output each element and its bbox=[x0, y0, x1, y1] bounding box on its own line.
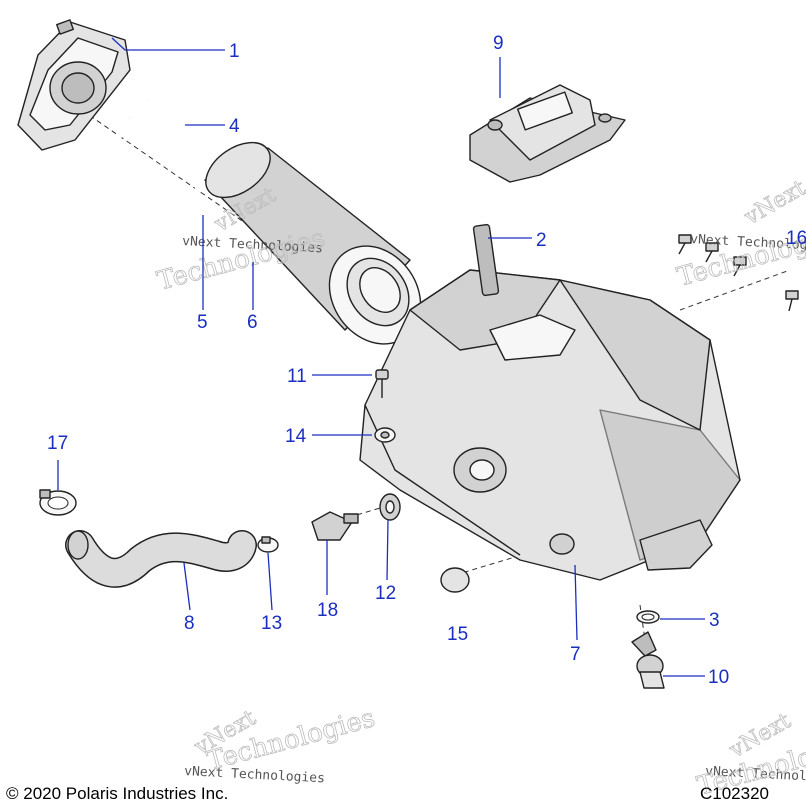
callout-4: 4 bbox=[229, 116, 240, 137]
part-bracket bbox=[469, 84, 626, 183]
callout-17: 17 bbox=[47, 433, 68, 454]
callout-9: 9 bbox=[493, 33, 504, 54]
part-screw-11 bbox=[375, 369, 389, 398]
callouts: 1 2 3 4 5 6 7 8 9 10 11 12 13 14 15 16 1… bbox=[47, 33, 806, 688]
callout-11: 11 bbox=[287, 366, 307, 387]
part-hose bbox=[65, 530, 257, 588]
part-clamp-17 bbox=[39, 489, 77, 516]
part-washer-14 bbox=[374, 427, 396, 443]
part-airbox bbox=[359, 223, 741, 581]
copyright-text: © 2020 Polaris Industries Inc. bbox=[6, 784, 229, 803]
watermark-text: vNext Technologies bbox=[182, 234, 323, 256]
callout-10: 10 bbox=[708, 667, 729, 688]
callout-6: 6 bbox=[247, 312, 258, 333]
leader-lines bbox=[57, 37, 705, 677]
callout-18: 18 bbox=[317, 600, 338, 621]
part-intake-adapter bbox=[17, 19, 131, 151]
callout-15: 15 bbox=[447, 624, 468, 645]
part-oring bbox=[636, 610, 660, 624]
callout-16: 16 bbox=[786, 228, 806, 249]
callout-3: 3 bbox=[709, 610, 720, 631]
callout-7: 7 bbox=[570, 644, 581, 665]
figure-id: C102320 bbox=[700, 784, 770, 803]
callout-1: 1 bbox=[229, 41, 240, 62]
callout-8: 8 bbox=[184, 613, 195, 634]
callout-5: 5 bbox=[197, 312, 208, 333]
part-plug bbox=[440, 567, 470, 593]
part-clamp-13 bbox=[257, 536, 279, 553]
part-seal bbox=[77, 89, 203, 230]
callout-2: 2 bbox=[536, 230, 547, 251]
part-drain-valve bbox=[631, 631, 665, 689]
callout-14: 14 bbox=[285, 426, 307, 447]
part-screws bbox=[678, 234, 799, 312]
part-grommet bbox=[379, 493, 401, 521]
callout-12: 12 bbox=[375, 583, 396, 604]
watermark-overlay: vNext bbox=[740, 175, 806, 230]
watermark-text: vNext Technologies bbox=[184, 764, 325, 786]
callout-13: 13 bbox=[261, 613, 282, 634]
part-valve bbox=[311, 511, 359, 541]
